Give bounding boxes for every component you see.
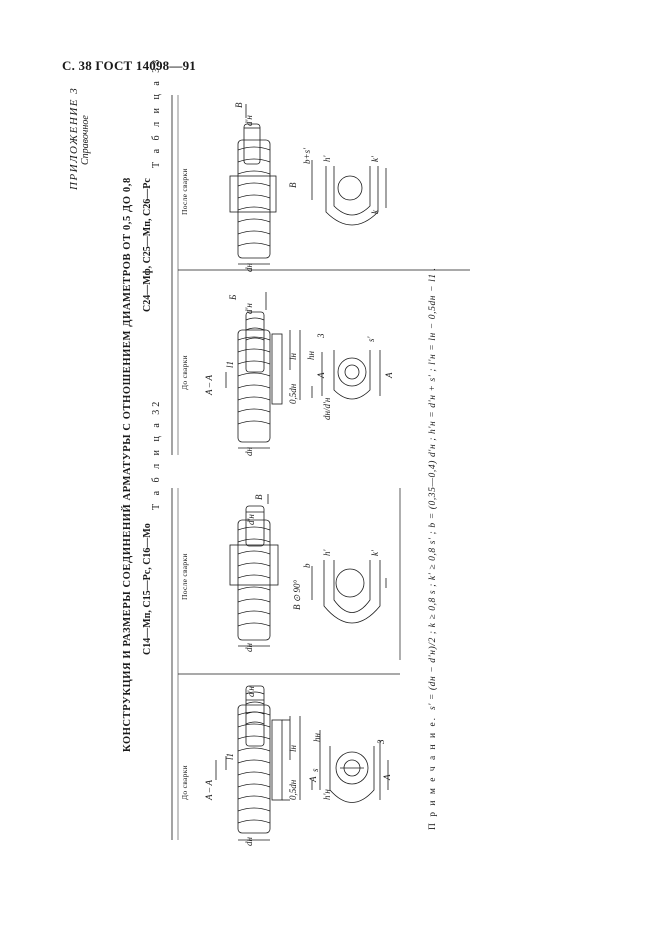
t33-hn-label: hн [306, 351, 316, 361]
t32-after-bar [229, 494, 279, 647]
t32-b-label: b [302, 563, 312, 568]
t32-after-dn-prime-label: d'н [246, 514, 256, 525]
t33-dn-label: dн [244, 447, 254, 457]
t33-before-bar [225, 292, 301, 449]
t32-view-rot-label: В ⊙ 90° [292, 579, 302, 610]
t33-k-label: k [370, 209, 380, 214]
t32-three-label: 3 [376, 739, 386, 745]
t32-half-d-label: 0,5dн [288, 779, 298, 800]
t32-l1-label: l1 [225, 753, 235, 760]
t33-h-prime-label: h' [322, 155, 332, 163]
t33-after-bar [229, 104, 277, 265]
t32-dn-label: dн [244, 837, 254, 847]
t32-section-mark-b: А [308, 776, 318, 783]
t33-before-section [311, 350, 381, 400]
t33-view2-label: В [234, 102, 244, 108]
t32-after-section [311, 560, 387, 624]
t32-view-label: В [254, 494, 264, 500]
t33-k-prime-label: k' [370, 155, 380, 162]
t32-section-mark-a: А [382, 774, 392, 781]
t33-view2-section-label: В [288, 182, 298, 188]
t33-dn-prime-label: d'н [244, 303, 254, 314]
t33-half-d-label: 0,5dн [288, 383, 298, 404]
t33-section-mark-a: А [316, 372, 326, 379]
t32-after-dn-label: dн [244, 643, 254, 653]
t33-section-label: А – А [204, 375, 214, 396]
t32-dn-prime-label: d'н [246, 686, 256, 697]
t33-after-section [311, 160, 387, 226]
t32-ln-label: lн [288, 744, 298, 752]
t33-after-dn-label: dн [244, 263, 254, 273]
t33-view-label: Б [228, 294, 238, 301]
t33-dn-over-label: dн/d'н [322, 397, 332, 420]
t33-b-s-label: b+s' [302, 147, 312, 164]
t32-k-prime-label: k' [370, 549, 380, 556]
t32-s-label: s [310, 768, 320, 772]
t32-before-section [311, 730, 389, 803]
t33-s-prime-label: s' [366, 335, 376, 342]
table32-frame [171, 488, 401, 840]
t33-after-dn-prime-label: d'н [244, 115, 254, 126]
t32-h-prime-label: h' [322, 549, 332, 557]
page-header: С. 38 ГОСТ 14098—91 [62, 58, 196, 73]
table33-frame [171, 95, 470, 455]
t33-ln-label: lн [288, 352, 298, 360]
t32-hn-label: hн [312, 733, 322, 743]
drawing-labels: А – А dн d'н l1 lн 0,5dн hн h'н s 3 А А … [204, 102, 394, 846]
t33-section-mark-b: А [384, 372, 394, 379]
t33-three-label: 3 [316, 333, 326, 339]
t32-before-bar [215, 685, 301, 841]
t32-hn-prime-label: h'н [322, 789, 332, 800]
t33-l1-label: l1 [225, 361, 235, 368]
t32-section-label: А – А [204, 780, 214, 801]
